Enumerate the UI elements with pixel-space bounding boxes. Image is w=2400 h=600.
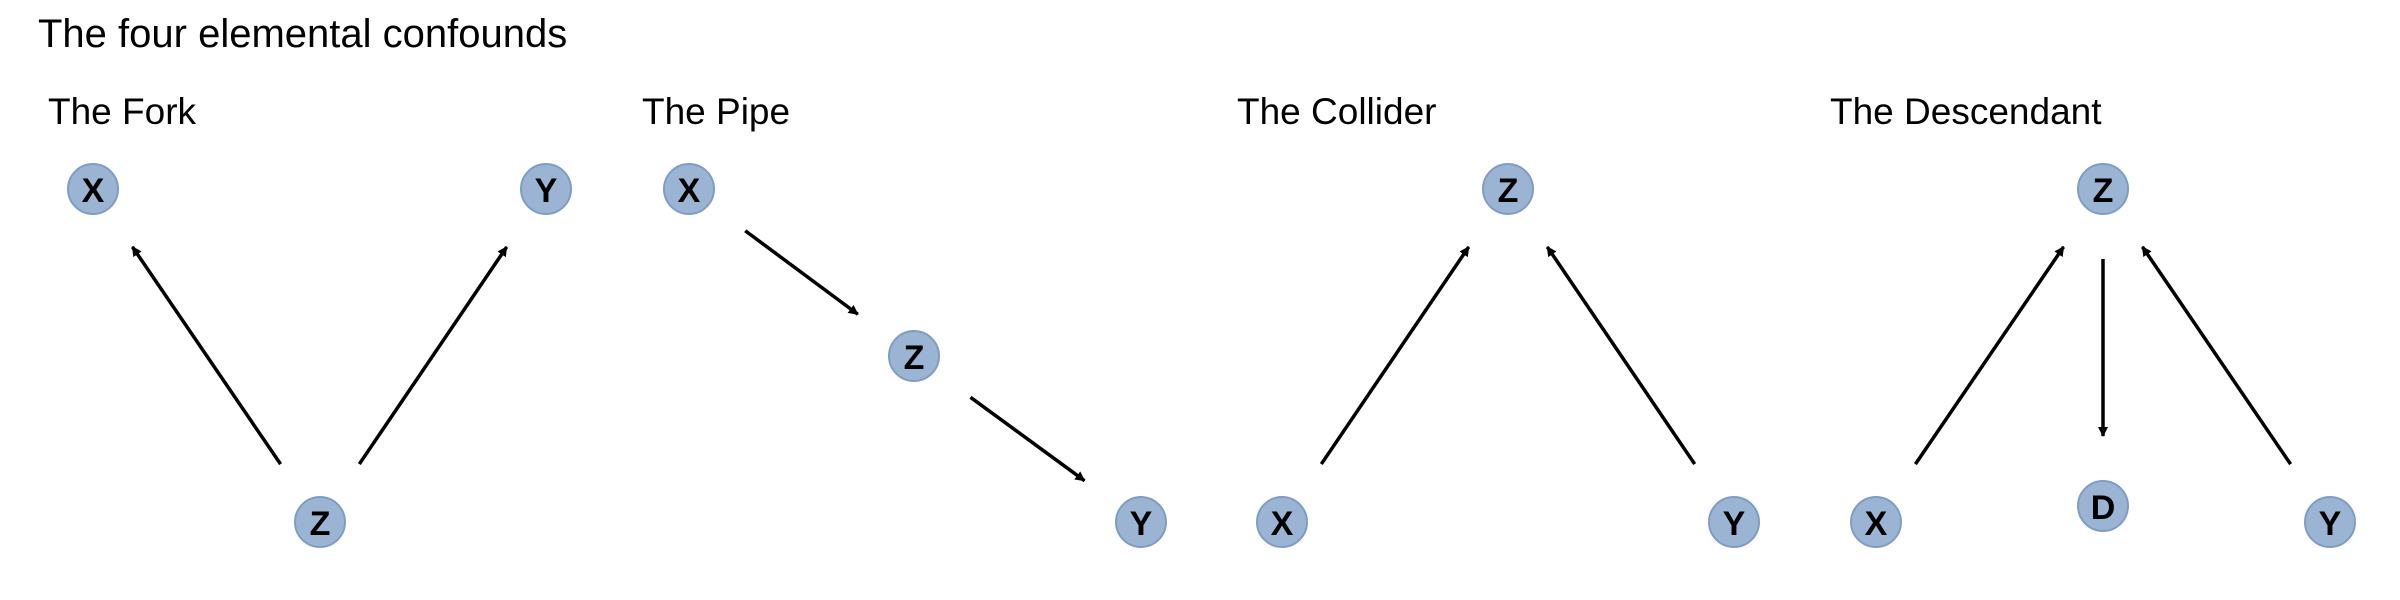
node-circle [1256, 496, 1308, 548]
edge-z-to-y [969, 395, 1086, 483]
node-circle [520, 163, 572, 215]
edge-x-to-z [1913, 245, 2066, 466]
node-circle [2304, 496, 2356, 548]
node-label: Y [535, 172, 558, 210]
node-circle [1708, 496, 1760, 548]
node-y: Y [520, 163, 572, 215]
node-circle [2077, 480, 2129, 532]
edge-y-to-z [2140, 245, 2293, 466]
node-x: X [1850, 496, 1902, 548]
node-label: X [1271, 505, 1294, 543]
node-circle [2077, 163, 2129, 215]
node-label: Y [2319, 505, 2342, 543]
node-z: Z [294, 496, 346, 548]
node-d: D [2077, 480, 2129, 532]
edge-z-to-y [357, 245, 509, 466]
node-y: Y [1115, 496, 1167, 548]
node-label: X [82, 172, 105, 210]
node-label: Z [2093, 172, 2114, 210]
node-label: X [678, 172, 701, 210]
edge-x-to-z [1319, 245, 1471, 466]
node-y: Y [2304, 496, 2356, 548]
node-circle [1482, 163, 1534, 215]
node-z: Z [2077, 163, 2129, 215]
node-circle [1115, 496, 1167, 548]
node-x: X [663, 163, 715, 215]
edge-y-to-z [1545, 245, 1697, 466]
node-label: Y [1130, 505, 1153, 543]
node-circle [663, 163, 715, 215]
node-x: X [1256, 496, 1308, 548]
node-label: D [2091, 489, 2116, 527]
panel-title: The Collider [1237, 91, 1436, 132]
node-circle [1850, 496, 1902, 548]
node-x: X [67, 163, 119, 215]
edge-x-to-z [744, 229, 859, 316]
node-circle [67, 163, 119, 215]
node-circle [294, 496, 346, 548]
figure-title: The four elemental confounds [38, 12, 567, 56]
node-label: X [1865, 505, 1888, 543]
edge-z-to-x [130, 245, 283, 466]
node-z: Z [1482, 163, 1534, 215]
panel-title: The Descendant [1830, 91, 2102, 132]
node-label: Z [310, 505, 331, 543]
node-circle [888, 330, 940, 382]
node-label: Z [1498, 172, 1519, 210]
node-label: Z [904, 339, 925, 377]
node-label: Y [1723, 505, 1746, 543]
node-y: Y [1708, 496, 1760, 548]
panel-title: The Pipe [642, 91, 790, 132]
node-z: Z [888, 330, 940, 382]
panel-title: The Fork [48, 91, 197, 132]
